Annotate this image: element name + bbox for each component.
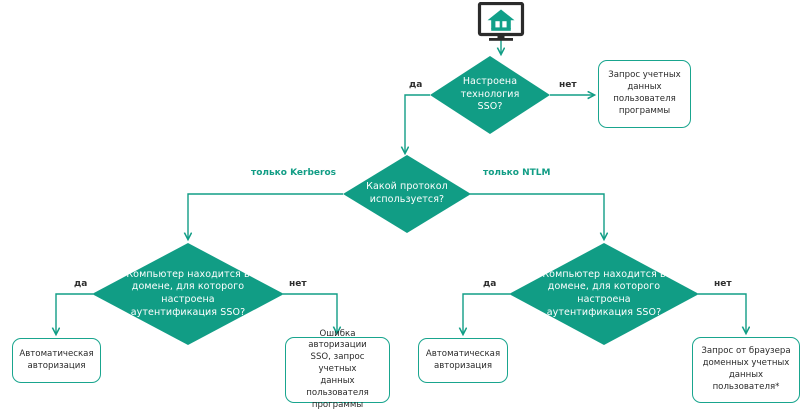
terminal-sso-error[interactable]: Ошибка авторизации SSO, запрос учетных д… xyxy=(285,329,390,410)
terminal-request-program-credentials[interactable]: Запрос учетных данных пользователя прогр… xyxy=(598,60,691,128)
terminal-auto-auth-left-label: Автоматическая авторизация xyxy=(19,348,94,371)
edge-label-left-no: нет xyxy=(289,279,307,289)
start-node xyxy=(473,1,529,46)
decision-domain-left-label: Компьютер находится в домене, для которо… xyxy=(126,268,250,318)
decision-which-protocol-label: Какой протокол используется? xyxy=(366,181,448,205)
edge-label-left-yes: да xyxy=(74,279,88,289)
terminal-auto-auth-right-label: Автоматическая авторизация xyxy=(425,348,501,371)
terminal-auto-auth-left[interactable]: Автоматическая авторизация xyxy=(12,338,101,383)
edge-label-right-yes: да xyxy=(483,279,497,289)
terminal-sso-error-label: Ошибка авторизации SSO, запрос учетных д… xyxy=(306,328,369,410)
edge-label-right-no: нет xyxy=(714,279,732,289)
edge-label-sso-no: нет xyxy=(559,80,577,90)
terminal-browser-domain-credentials-label: Запрос от браузера доменных учетных данн… xyxy=(701,346,791,392)
edge-label-protocol-ntlm: только NTLM xyxy=(483,168,551,178)
decision-domain-right-label: Компьютер находится в домене, для которо… xyxy=(542,268,666,318)
edge-label-sso-yes: да xyxy=(409,80,423,90)
terminal-auto-auth-right[interactable]: Автоматическая авторизация xyxy=(418,338,508,383)
monitor-home-icon xyxy=(477,1,525,41)
terminal-browser-domain-credentials[interactable]: Запрос от браузера доменных учетных данн… xyxy=(692,337,800,403)
edge-label-protocol-kerberos: только Kerberos xyxy=(251,168,336,178)
decision-sso-configured-label: Настроена технология SSO? xyxy=(460,76,520,113)
terminal-request-program-credentials-label: Запрос учетных данных пользователя прогр… xyxy=(608,70,681,116)
